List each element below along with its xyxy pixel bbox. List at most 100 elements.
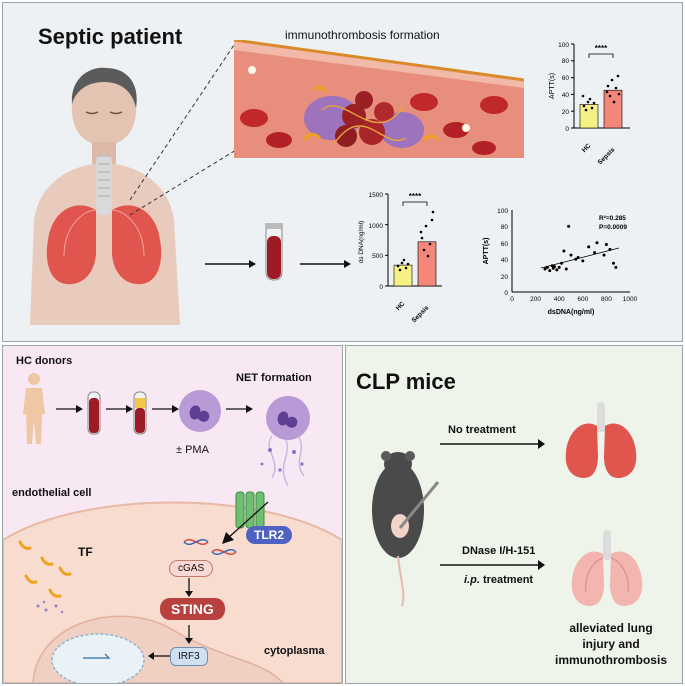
tlr2-arrow (222, 501, 269, 544)
endothelial-label: endothelial cell (12, 487, 92, 499)
scatter-point (562, 249, 566, 253)
tf-label: TF (78, 545, 93, 559)
aptt-cat-hc: HC (581, 142, 593, 154)
scatter-point (608, 247, 612, 251)
dsdna-ytick-2: 1000 (369, 223, 384, 230)
scatter-ytick-3: 60 (501, 241, 509, 248)
sting-arrow (185, 625, 193, 644)
scatter-r2: R²=0.285 (599, 215, 626, 222)
arrow-tube-tube (106, 405, 133, 413)
zoom-label: immunothrombosis formation (285, 28, 440, 42)
dsdna-cat-sepsis: Sepsis (411, 304, 431, 324)
arrow-tube-neutrophil (152, 405, 179, 413)
scatter-p: P=0.0009 (599, 224, 627, 231)
dsdna-ytick-0: 0 (379, 284, 383, 291)
scatter-point (574, 257, 578, 261)
dsdna-ytick-3: 1500 (369, 192, 384, 199)
scatter-xticks: 0 200 400 600 800 1000 (510, 296, 637, 303)
scatter-ytick-2: 40 (501, 257, 509, 264)
endothelial-cell-illustration (3, 501, 342, 683)
dsdna-ylabel: ds DNA(ng/ml) (358, 221, 365, 264)
treatment-label: treatment (479, 574, 534, 586)
scatter-point (557, 265, 561, 269)
blood-tube-1 (87, 391, 101, 435)
scatter-point (604, 242, 608, 246)
aptt-ytick-4: 80 (562, 58, 570, 65)
aptt-yticks: 0 20 40 60 80 100 (558, 42, 574, 133)
neutrophil-icon (179, 390, 221, 432)
dsdna-ytick-1: 500 (372, 253, 383, 260)
dsdna-points (396, 210, 435, 272)
dsdna-bar-hc (393, 264, 413, 287)
scatter-point (543, 267, 547, 271)
scatter-point (552, 265, 556, 269)
lung-healthy-icon (571, 530, 643, 606)
drug-label: DNase I/H-151 (462, 545, 536, 557)
outcome-line-1: alleviated lung (569, 621, 653, 635)
aptt-bar-chart: 0 20 40 60 80 100 APTT(s) **** HC Sepsis (549, 42, 630, 166)
aptt-ylabel: APTT(s) (549, 73, 556, 99)
scatter-point (550, 264, 554, 268)
scatter-xtick-4: 800 (601, 296, 612, 303)
arrow-donor-tube (56, 405, 83, 413)
arrow-to-chart (300, 260, 351, 268)
aptt-ytick-0: 0 (565, 126, 569, 133)
scatter-point (569, 253, 573, 257)
scatter-point (545, 265, 549, 269)
scatter-xtick-1: 200 (530, 296, 541, 303)
scatter-point (595, 241, 599, 245)
outcome-text: alleviated lung injury and immunothrombo… (545, 620, 677, 668)
dsdna-sig: **** (409, 192, 422, 201)
scatter-point (555, 268, 559, 272)
hc-donors-label: HC donors (16, 355, 73, 367)
net-formation-label: NET formation (236, 372, 312, 384)
irf3-arrow (148, 652, 170, 660)
aptt-bar-hc (579, 104, 599, 129)
scatter-point (548, 269, 552, 273)
aptt-ytick-3: 60 (562, 75, 570, 82)
arrow-neutrophil-net (226, 405, 253, 413)
dsdna-bar-sepsis (417, 241, 437, 287)
aptt-points (581, 74, 621, 112)
outcome-line-3: immunothrombosis (554, 653, 667, 667)
scatter-xlabel: dsDNA(ng/ml) (548, 309, 595, 316)
scatter-xtick-2: 400 (554, 296, 565, 303)
top-title: Septic patient (38, 24, 183, 49)
scatter-xtick-3: 600 (577, 296, 588, 303)
aptt-ytick-5: 100 (558, 42, 569, 49)
scatter-ytick-5: 100 (497, 208, 508, 215)
scatter-ytick-1: 20 (501, 274, 509, 281)
aptt-ytick-2: 40 (562, 92, 570, 99)
scatter-point (614, 265, 618, 269)
scatter-ytick-0: 0 (504, 290, 508, 297)
scatter-point (587, 245, 591, 249)
arrow-to-tube (205, 260, 256, 268)
donor-figure (23, 373, 45, 444)
scatter-ytick-4: 80 (501, 224, 509, 231)
scatter-point (602, 253, 606, 257)
clp-title: CLP mice (356, 369, 456, 394)
scatter-point (564, 267, 568, 271)
scatter-point (611, 261, 615, 265)
lung-injured-icon (565, 402, 637, 478)
aptt-cat-sepsis: Sepsis (597, 146, 617, 166)
net-neutrophil-icon (260, 396, 310, 487)
mouse-illustration (372, 451, 440, 607)
aptt-ytick-1: 20 (562, 109, 570, 116)
scatter-points (543, 224, 618, 273)
scatter-xtick-5: 1000 (623, 296, 638, 303)
pma-label: ± PMA (176, 444, 209, 456)
dsdna-cat-hc: HC (395, 300, 407, 312)
scatter-point (567, 224, 571, 228)
dna-strands-icon (183, 539, 237, 555)
blood-tube-2 (133, 391, 147, 435)
arrow-treatment (440, 560, 545, 570)
scatter-point (576, 256, 580, 260)
outcome-line-2: injury and (582, 637, 640, 651)
no-treatment-label: No treatment (448, 424, 516, 436)
ip-treatment-label: i.p. treatment (464, 574, 533, 586)
aptt-bar-sepsis (603, 89, 623, 129)
irf3-badge: IRF3 (170, 647, 208, 666)
ip-label: i.p. (464, 574, 480, 586)
